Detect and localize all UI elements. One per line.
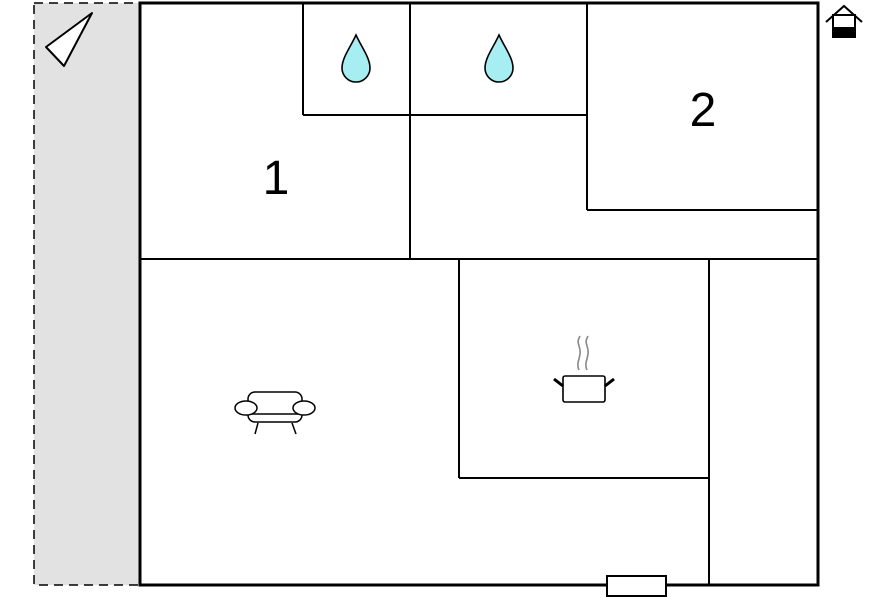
outer-wall bbox=[138, 1, 820, 587]
water-drop-icon bbox=[341, 33, 371, 83]
room-label-1: 1 bbox=[263, 152, 290, 205]
compass-icon bbox=[45, 12, 93, 67]
floor-level-icon bbox=[825, 4, 863, 38]
cooking-pot-icon bbox=[553, 335, 615, 403]
room-label-2: 2 bbox=[690, 84, 717, 137]
interior-walls bbox=[140, 3, 818, 585]
sofa-icon bbox=[234, 391, 316, 435]
water-drop-icon bbox=[484, 33, 514, 83]
terrace-area bbox=[33, 2, 141, 586]
door-icon bbox=[606, 575, 667, 597]
